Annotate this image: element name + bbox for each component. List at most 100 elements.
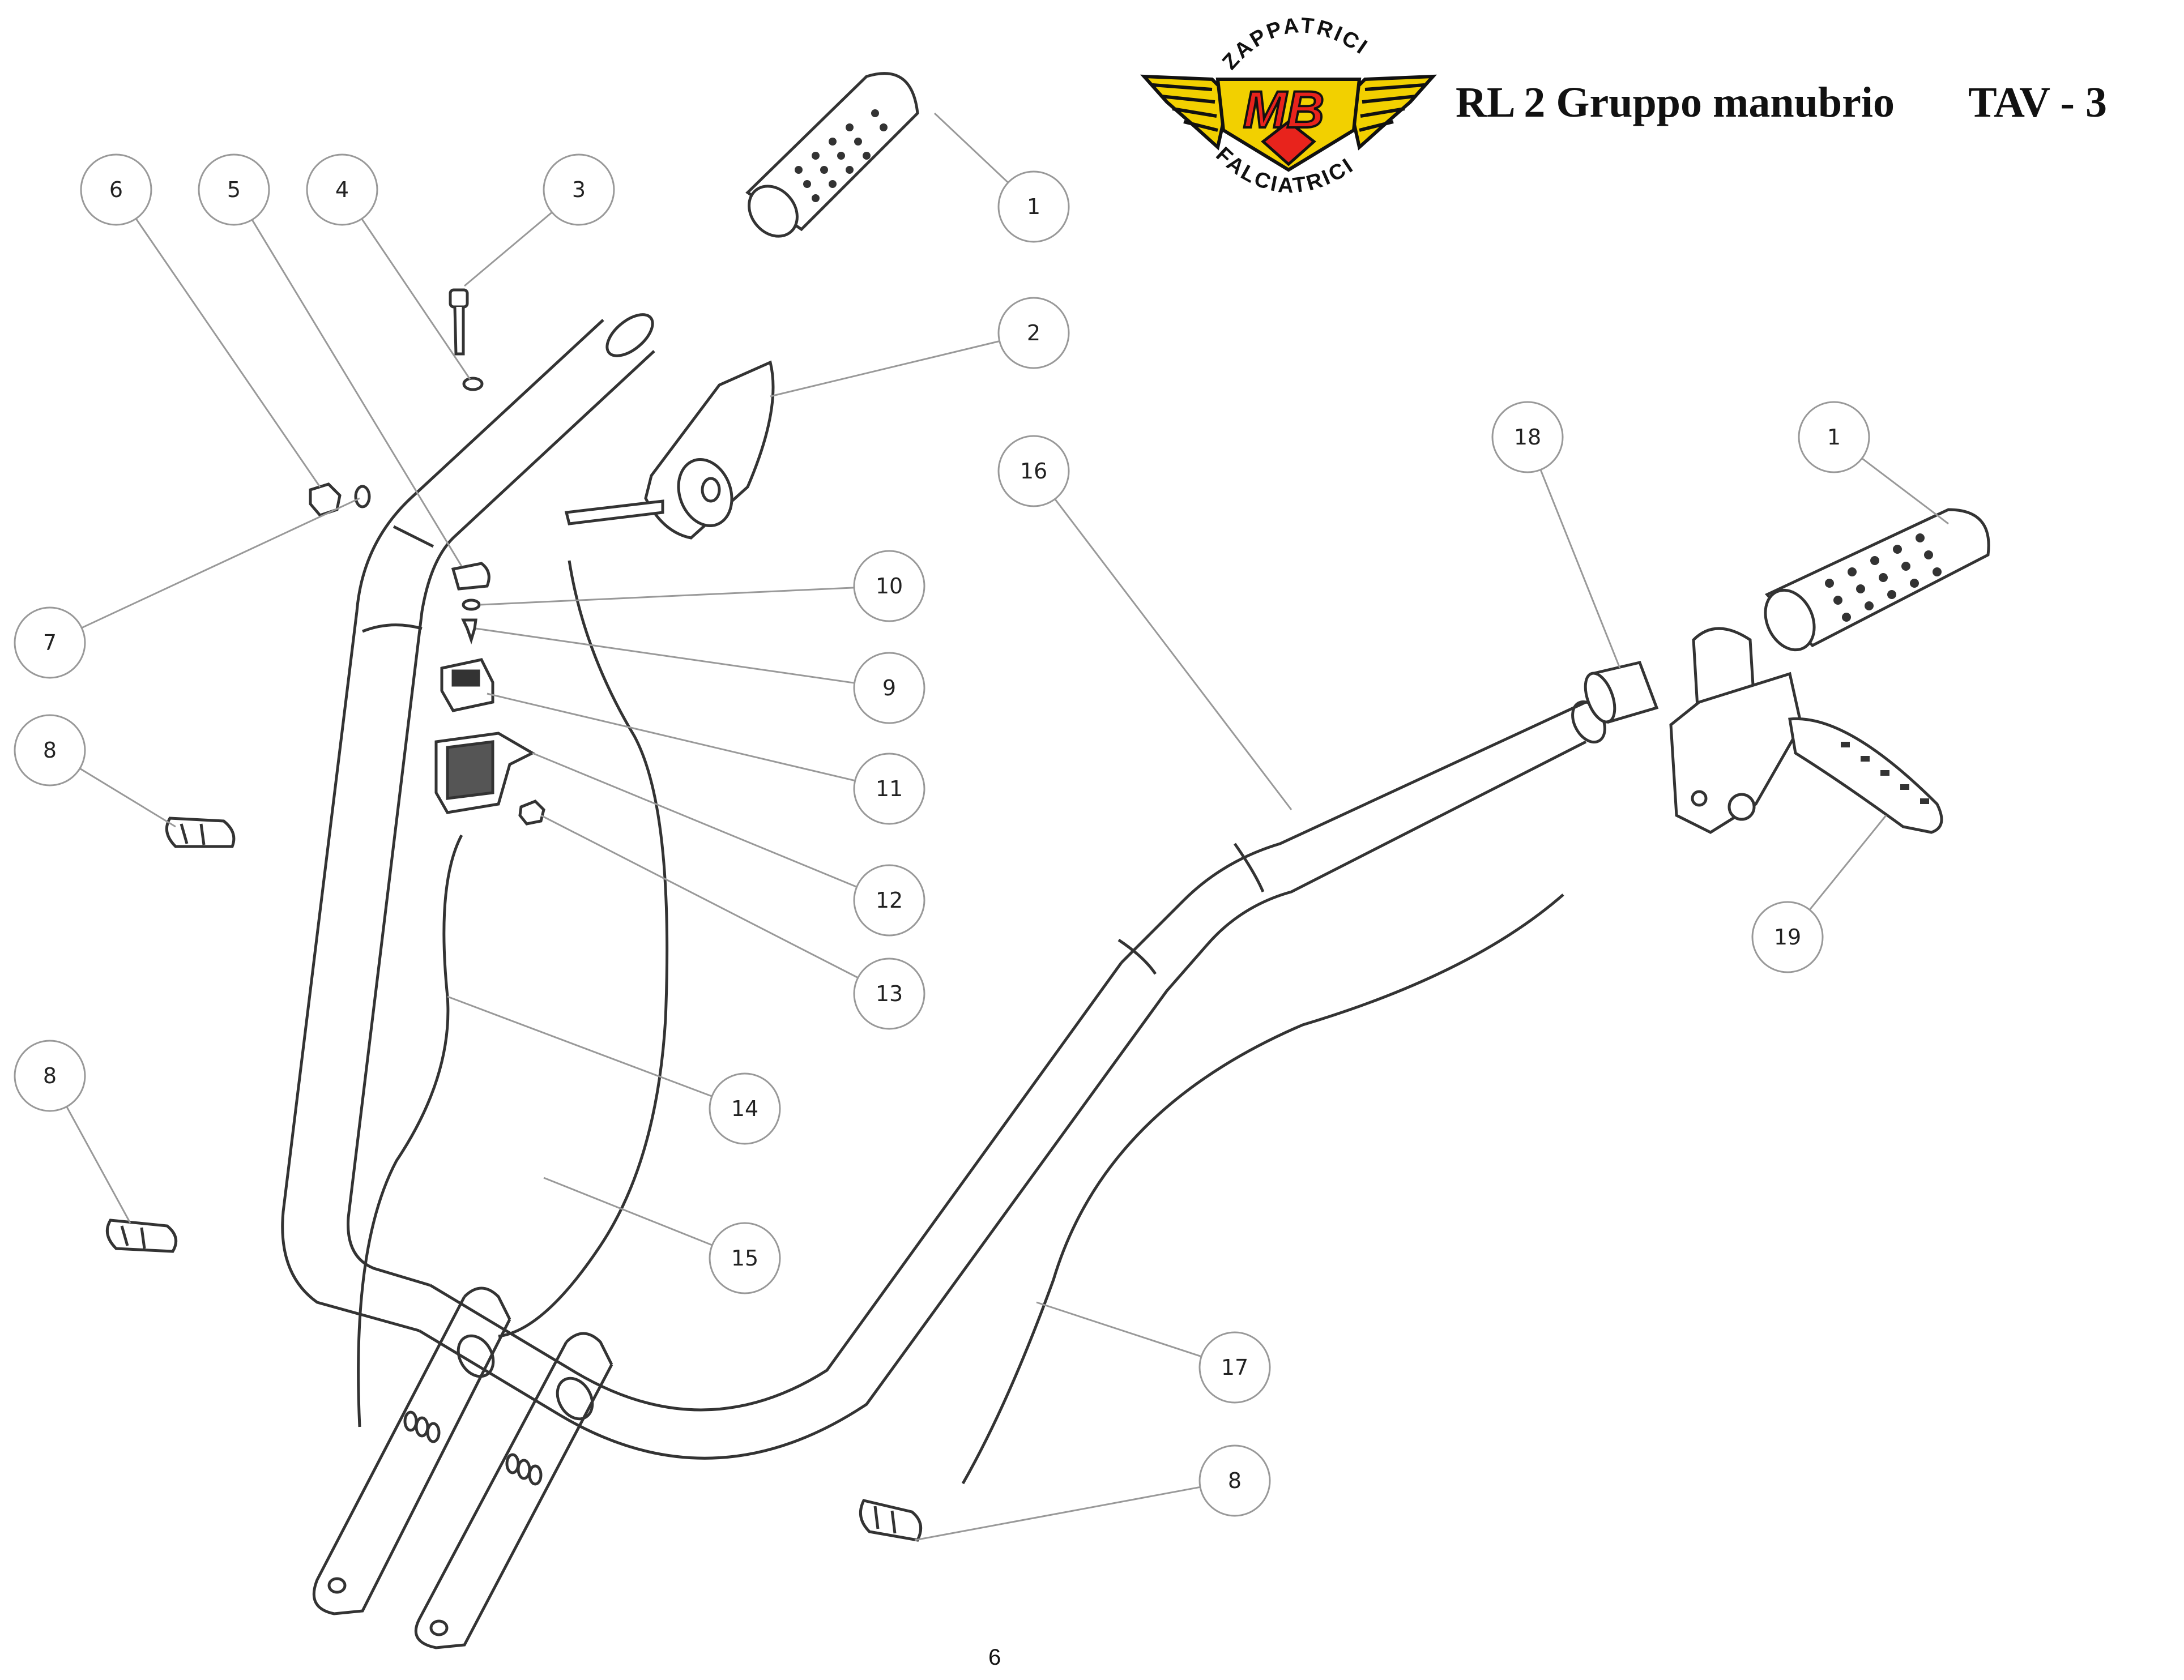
callout-circle (997, 170, 1070, 243)
callout-label: 4 (335, 177, 349, 202)
callout-label: 15 (731, 1246, 758, 1271)
leader-line-c7 (81, 497, 360, 629)
callout-c19: 19 (1751, 901, 1824, 973)
callout-c7: 7 (14, 606, 86, 679)
pin (461, 618, 477, 645)
callout-c11: 11 (853, 753, 925, 825)
callout-circle (543, 153, 615, 226)
callout-circle (853, 753, 925, 825)
callout-c16: 16 (997, 435, 1070, 507)
callout-circle (14, 714, 86, 786)
callout-c1b: 1 (1798, 401, 1870, 473)
leader-line-c10 (480, 587, 855, 606)
callout-label: 9 (882, 676, 896, 700)
callout-c2: 2 (997, 297, 1070, 369)
callout-c8b: 8 (14, 1040, 86, 1112)
leader-line-c4 (361, 218, 471, 380)
leader-line-c8c (914, 1486, 1201, 1541)
ring (462, 599, 481, 611)
callout-c17: 17 (1198, 1331, 1271, 1404)
callout-circle (1198, 1331, 1271, 1404)
callout-circle (853, 957, 925, 1030)
washer-4 (462, 377, 484, 391)
leader-lines (66, 112, 1949, 1541)
callout-circle (709, 1222, 781, 1294)
callout-label: 12 (876, 888, 903, 913)
callout-label: 2 (1027, 320, 1040, 345)
callout-circle (997, 435, 1070, 507)
callout-c9: 9 (853, 652, 925, 724)
callout-label: 18 (1514, 425, 1541, 450)
callout-c6: 6 (80, 153, 152, 226)
nut (309, 482, 342, 517)
logo-top-text: ZAPPATRICI (1218, 14, 1373, 74)
throttle-lever (564, 360, 775, 540)
leader-line-c6 (135, 218, 321, 488)
callout-circle (853, 864, 925, 937)
callout-c14: 14 (709, 1072, 781, 1145)
leader-line-c17 (1036, 1301, 1202, 1358)
callout-c8c: 8 (1198, 1444, 1271, 1517)
callout-c1a: 1 (997, 170, 1070, 243)
diagram-title: RL 2 Gruppo manubrio (1456, 79, 1895, 126)
callout-circle (853, 652, 925, 724)
bolt (449, 288, 469, 356)
handlebar-frame (281, 313, 1606, 1649)
callout-label: 8 (1228, 1468, 1242, 1493)
washer-7 (354, 485, 371, 508)
callout-circle (1798, 401, 1870, 473)
leader-line-c13 (540, 814, 859, 979)
callout-label: 11 (876, 776, 903, 801)
callout-c10: 10 (853, 550, 925, 622)
callout-label: 6 (109, 177, 123, 202)
leader-line-c8b (66, 1106, 131, 1224)
leader-line-c5 (251, 219, 463, 567)
cables (357, 560, 1564, 1485)
callout-label: 5 (227, 177, 241, 202)
callout-c12: 12 (853, 864, 925, 937)
callout-circle (853, 550, 925, 622)
callout-label: 1 (1027, 194, 1040, 219)
cable-clip-a (165, 817, 236, 848)
callout-c5: 5 (198, 153, 270, 226)
grip-top (745, 72, 919, 238)
callout-c8a: 8 (14, 714, 86, 786)
callout-label: 17 (1221, 1355, 1248, 1380)
callout-circle (14, 1040, 86, 1112)
callout-c15: 15 (709, 1222, 781, 1294)
callout-label: 8 (43, 1063, 57, 1088)
cable-15 (498, 560, 669, 1338)
callout-label: 14 (731, 1096, 758, 1121)
callout-circle (306, 153, 378, 226)
grip-right (1764, 508, 1990, 652)
cable-17 (961, 894, 1564, 1485)
callout-label: 19 (1774, 925, 1801, 950)
leader-line-c1a (933, 112, 1009, 183)
callout-label: 7 (43, 630, 57, 655)
callout-label: 3 (572, 177, 586, 202)
callout-c4: 4 (306, 153, 378, 226)
callout-c13: 13 (853, 957, 925, 1030)
leader-line-c11 (487, 692, 856, 782)
small-nut (518, 800, 545, 826)
cable-clip-c (859, 1499, 923, 1542)
callout-c18: 18 (1491, 401, 1564, 473)
leader-line-c2 (770, 340, 1000, 397)
leader-line-c8a (79, 767, 176, 828)
leader-line-c9 (475, 627, 855, 684)
callout-label: 1 (1827, 425, 1841, 450)
bushing (1584, 661, 1659, 724)
manufacturer-logo: MB ZAPPATRICI FALCIATRICI (1140, 14, 1437, 198)
page-number: 6 (988, 1645, 1001, 1670)
callout-circle (1491, 401, 1564, 473)
callout-circle (1751, 901, 1824, 973)
cable-14 (357, 834, 463, 1427)
leader-line-c12 (532, 752, 858, 888)
callout-circle (1198, 1444, 1271, 1517)
callout-label: 13 (876, 981, 903, 1006)
callout-label: 10 (876, 574, 903, 599)
leader-line-c16 (1054, 498, 1293, 810)
